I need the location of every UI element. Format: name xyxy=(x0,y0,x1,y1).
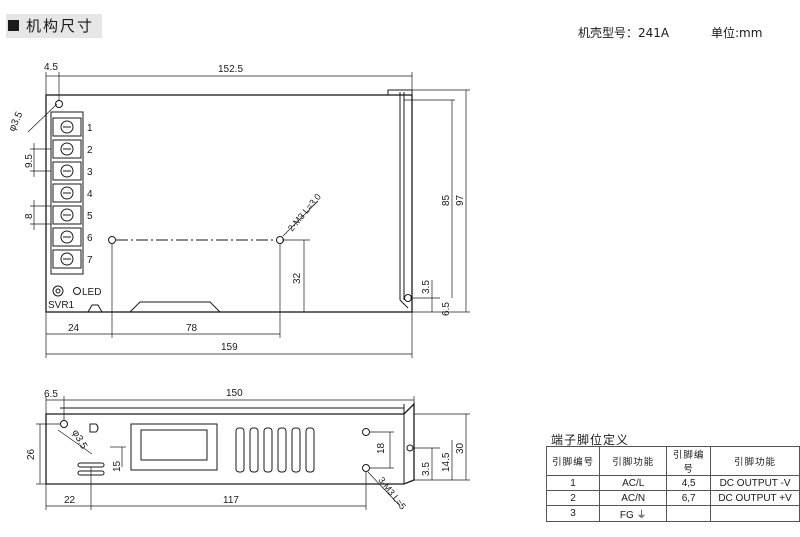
terminal-label-7: 7 xyxy=(87,255,93,266)
dim-30: 30 xyxy=(455,442,466,454)
pin-cell: 6,7 xyxy=(666,490,712,506)
pin-table-header: 引脚编号 xyxy=(545,446,601,476)
pin-table-title: 端子脚位定义 xyxy=(551,433,630,447)
top-view-right-notch xyxy=(387,89,413,95)
terminal-label-6: 6 xyxy=(87,233,93,244)
case-model-label: 机壳型号： xyxy=(578,26,639,40)
table-row: 2 AC/N 6,7 DC OUTPUT +V xyxy=(545,490,800,506)
top-view-outline xyxy=(45,94,413,313)
dim-159: 159 xyxy=(221,342,238,353)
dim-26: 26 xyxy=(26,448,37,460)
side-mount-hole-top xyxy=(362,428,370,436)
dim-8: 8 xyxy=(24,213,35,219)
top-mount-hole-left xyxy=(55,100,63,108)
table-row: 1 AC/L 4,5 DC OUTPUT -V xyxy=(545,475,800,491)
terminal-block xyxy=(50,111,84,275)
unit-value: mm xyxy=(739,26,763,40)
mount-hole-a xyxy=(108,236,116,244)
pin-cell: 3 xyxy=(545,505,601,522)
pin-table-header: 引脚功能 xyxy=(710,446,800,476)
dim-97: 97 xyxy=(455,194,466,206)
vent-slots xyxy=(235,427,315,473)
dim-6-5-right: 6.5 xyxy=(441,302,452,316)
pin-table-header: 引脚编号 xyxy=(666,446,712,476)
dim-78: 78 xyxy=(186,323,198,334)
fan-window xyxy=(130,423,218,471)
dim-22: 22 xyxy=(64,495,76,506)
pin-cell: DC OUTPUT -V xyxy=(710,475,800,491)
fan-window-inner xyxy=(140,429,208,461)
pin-definition-table: 引脚编号 引脚功能 引脚编号 引脚功能 1 AC/L 4,5 DC OUTPUT… xyxy=(545,446,800,522)
pin-cell xyxy=(710,505,800,522)
terminal-label-4: 4 xyxy=(87,189,93,200)
section-title: 机构尺寸 xyxy=(26,17,95,35)
pin-cell: AC/L xyxy=(599,475,668,491)
side-mount-hole-left xyxy=(60,420,68,428)
dim-117: 117 xyxy=(223,495,239,506)
header-tab xyxy=(6,14,102,38)
top-view-right-rail xyxy=(399,92,409,309)
unit-info: 单位:mm xyxy=(711,24,762,41)
dim-18: 18 xyxy=(376,442,387,454)
top-view-labels: 4.5 152.5 φ3.5 9.5 8 85 97 3.5 6.5 32 24… xyxy=(7,62,466,353)
pin-cell: DC OUTPUT +V xyxy=(710,490,800,506)
side-view-outline xyxy=(45,402,415,485)
terminal-screws xyxy=(52,117,82,269)
pin-table-header: 引脚功能 xyxy=(599,446,668,476)
case-model: 机壳型号：241A xyxy=(578,24,669,41)
terminal-label-2: 2 xyxy=(87,145,93,156)
dim-dia-3-5-top: φ3.5 xyxy=(7,110,26,134)
dim-85: 85 xyxy=(441,194,452,206)
terminal-label-1: 1 xyxy=(87,123,93,134)
unit-label: 单位: xyxy=(711,26,740,40)
pin-cell: 4,5 xyxy=(666,475,712,491)
side-view xyxy=(36,396,470,510)
dim-4-5: 4.5 xyxy=(44,62,58,73)
table-row: 3 FG ⏚ xyxy=(545,505,800,522)
dim-24: 24 xyxy=(68,323,80,334)
svr-adjust-icon xyxy=(52,285,64,297)
pin-cell: FG ⏚ xyxy=(599,505,668,522)
pin-table-header-row: 引脚编号 引脚功能 引脚编号 引脚功能 xyxy=(545,446,800,476)
dim-3-5-right: 3.5 xyxy=(421,280,432,294)
section-header: 机构尺寸 xyxy=(0,14,800,40)
dim-9-5: 9.5 xyxy=(24,154,35,168)
svr-adjust-inner xyxy=(55,288,61,294)
side-mount-hole-bottom xyxy=(362,464,370,472)
ground-icon xyxy=(89,423,99,433)
case-model-value: 241A xyxy=(638,26,670,40)
mount-spec-side: 3-M3 L=5 xyxy=(376,475,407,511)
pin-cell: 1 xyxy=(545,475,601,491)
pin-cell xyxy=(666,505,712,522)
dim-6-5-side: 6.5 xyxy=(44,389,58,400)
dim-152-5: 152.5 xyxy=(218,64,243,75)
dim-32: 32 xyxy=(292,272,303,284)
side-view-labels: 6.5 150 φ3.5 26 15 22 117 18 3.5 14.5 30… xyxy=(26,388,466,511)
svr-label: SVR1 xyxy=(48,300,75,311)
dim-14-5: 14.5 xyxy=(441,452,452,472)
dim-3-5-side: 3.5 xyxy=(421,462,432,476)
terminal-label-5: 5 xyxy=(87,211,93,222)
pin-cell: AC/N xyxy=(599,490,668,506)
led-indicator-icon xyxy=(73,287,81,295)
dim-15: 15 xyxy=(112,460,123,472)
mount-spec-top: 2-M3 L=3.0 xyxy=(286,192,323,233)
bottom-tab xyxy=(129,301,221,313)
pin-cell: 2 xyxy=(545,490,601,506)
top-view xyxy=(27,72,470,358)
square-bullet-icon xyxy=(8,20,19,31)
terminal-label-3: 3 xyxy=(87,167,93,178)
dim-150: 150 xyxy=(226,388,243,399)
bottom-tab-small xyxy=(87,304,103,313)
side-mount-hole-right xyxy=(406,444,414,452)
led-label: LED xyxy=(82,287,101,298)
